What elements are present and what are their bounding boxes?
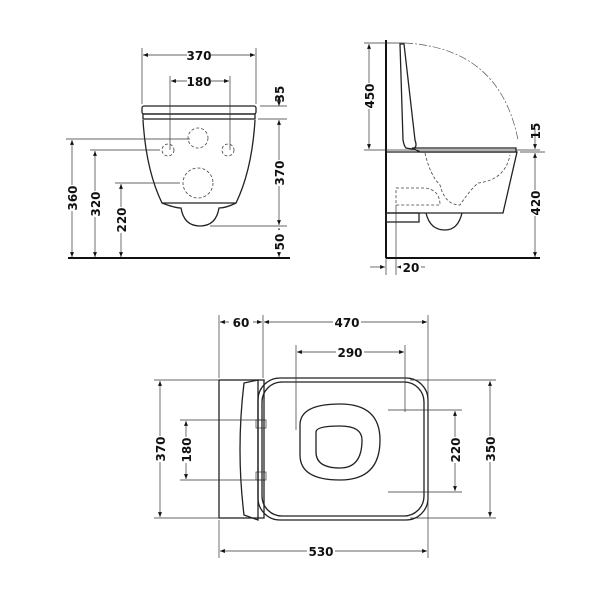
trap-outline [161, 202, 237, 227]
dim-height-320: 320 [89, 191, 103, 216]
internal-duct [424, 152, 511, 206]
dim-length-530: 530 [308, 545, 333, 559]
dim-depth-60: 60 [233, 316, 250, 330]
fixing-holes [161, 127, 235, 199]
dim-height-360: 360 [66, 185, 80, 210]
dim-bowl-370: 370 [273, 160, 287, 185]
dim-width-370: 370 [154, 436, 168, 461]
wall-bracket [385, 212, 420, 223]
dim-offset-290: 290 [337, 346, 362, 360]
dim-seat-350: 350 [484, 436, 498, 461]
dim-seat-35: 35 [273, 86, 287, 103]
lid-swing-arc [404, 42, 519, 141]
raised-lid [399, 43, 417, 150]
plan-view: 60 470 290 370 180 220 350 530 [153, 315, 498, 559]
side-view: 450 15 420 20 [362, 40, 545, 275]
dim-offset-20: 20 [403, 261, 420, 275]
inlet-duct [395, 187, 441, 206]
dim-gap-15: 15 [529, 123, 543, 140]
dim-projection-470: 470 [334, 316, 359, 330]
dim-fixing-180: 180 [186, 75, 211, 89]
dim-width-370: 370 [186, 49, 211, 63]
bowl-outline [142, 119, 256, 204]
dim-clearance-50: 50 [273, 234, 287, 251]
hinge-side [239, 379, 259, 521]
dim-inner-220: 220 [449, 437, 463, 462]
seat-inner [261, 381, 425, 517]
trap-side [425, 212, 463, 231]
dim-lid-450: 450 [363, 83, 377, 108]
bowl-side [386, 151, 518, 214]
dim-rim-420: 420 [529, 190, 543, 215]
bowl-well [315, 425, 363, 469]
seat-outline [257, 377, 429, 521]
seat-lid [141, 105, 257, 115]
seat [142, 113, 256, 120]
bowl-opening [299, 403, 381, 481]
wall-block [218, 379, 265, 519]
dim-fixing-180: 180 [180, 437, 194, 462]
dim-height-220: 220 [115, 207, 129, 232]
front-view: 370 180 35 370 50 360 320 220 [65, 48, 290, 259]
